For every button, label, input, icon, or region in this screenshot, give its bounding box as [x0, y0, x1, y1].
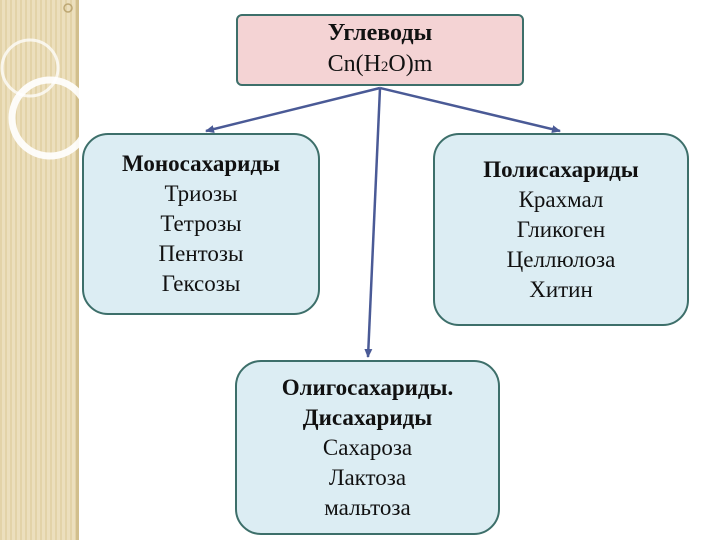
formula-subscript: 2 — [380, 58, 389, 75]
oligosaccharides-box: Олигосахариды. Дисахариды Сахароза Лакто… — [235, 360, 500, 535]
arrow-to-monosaccharides — [205, 86, 381, 133]
decor-ring-large — [8, 76, 92, 160]
formula-suffix: O)m — [388, 50, 433, 77]
oligosaccharides-item: мальтоза — [324, 494, 411, 520]
monosaccharides-title: Моносахариды — [122, 151, 280, 176]
carbohydrates-formula: Cn(H2O)m — [328, 49, 433, 83]
polysaccharides-item: Гликоген — [516, 216, 606, 242]
arrow-to-oligosaccharides — [364, 87, 382, 358]
monosaccharides-item: Тетрозы — [160, 211, 242, 236]
oligosaccharides-title: Олигосахариды. — [281, 374, 454, 400]
monosaccharides-item: Триозы — [164, 181, 238, 206]
arrow-to-polysaccharides — [379, 86, 561, 134]
polysaccharides-item: Целлюлоза — [506, 246, 616, 272]
carbohydrates-box: Углеводы Cn(H2O)m — [236, 14, 524, 86]
carbohydrates-title: Углеводы — [327, 19, 433, 46]
decorative-circles — [0, 3, 92, 160]
oligosaccharides-item: Сахароза — [322, 434, 413, 460]
decor-dot — [63, 3, 73, 13]
decor-ring-small — [0, 38, 60, 98]
polysaccharides-item: Крахмал — [518, 186, 604, 212]
disaccharides-title: Дисахариды — [302, 404, 433, 430]
polysaccharides-box: Полисахариды Крахмал Гликоген Целлюлоза … — [433, 133, 689, 326]
monosaccharides-box: Моносахариды Триозы Тетрозы Пентозы Гекс… — [82, 133, 320, 315]
oligosaccharides-item: Лактоза — [328, 464, 407, 490]
monosaccharides-item: Пентозы — [158, 241, 244, 266]
decorative-stripe-edge — [76, 0, 79, 540]
polysaccharides-title: Полисахариды — [483, 156, 639, 182]
formula-prefix: Cn(H — [327, 50, 381, 77]
monosaccharides-item: Гексозы — [161, 271, 241, 296]
polysaccharides-item: Хитин — [529, 276, 593, 302]
